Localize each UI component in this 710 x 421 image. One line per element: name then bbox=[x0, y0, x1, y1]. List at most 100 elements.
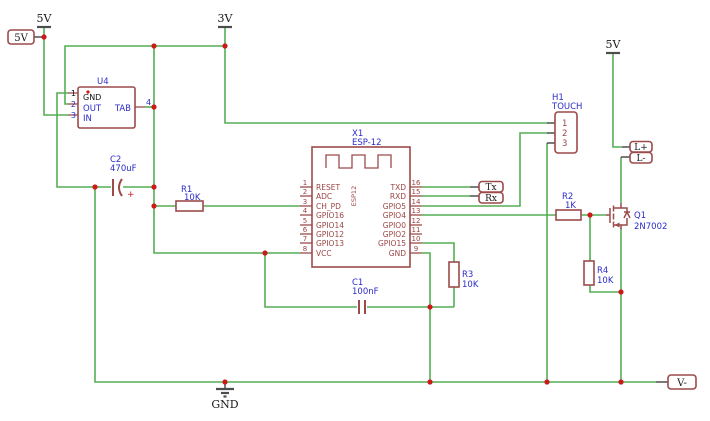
r2-value-label: 1K bbox=[565, 201, 576, 211]
u4-pin4-name: TAB bbox=[114, 104, 131, 114]
supply-5v-left-label: 5V bbox=[37, 12, 53, 25]
component-x1-esp12[interactable]: ESP12 X1 ESP-12 1 2 3 4 5 6 7 8 16 15 14… bbox=[300, 129, 422, 268]
connector-lplus[interactable]: L+ bbox=[629, 140, 653, 154]
wire-vcc-to-c1[interactable] bbox=[264, 253, 357, 308]
x1-pin-name: GPIO4 bbox=[383, 211, 406, 220]
junction-dot bbox=[427, 379, 433, 385]
u4-pin4-number: 4 bbox=[146, 98, 151, 107]
5v-box[interactable] bbox=[7, 29, 35, 45]
r4-value-label: 10K bbox=[597, 276, 614, 286]
component-r1-resistor[interactable]: R1 10K bbox=[175, 185, 204, 212]
wire-5v-to-in[interactable] bbox=[43, 27, 68, 116]
connector-vminus[interactable]: V- bbox=[667, 374, 697, 390]
wire-r4-branch[interactable] bbox=[589, 215, 621, 293]
r2-ref-label: R2 bbox=[562, 192, 573, 202]
component-c2-capacitor[interactable]: + C2 470uF bbox=[110, 155, 137, 200]
r1-value-label: 10K bbox=[184, 193, 201, 203]
u4-pin1-name: GND bbox=[83, 93, 101, 102]
junction-dot bbox=[151, 43, 157, 49]
connector-tx[interactable]: Tx bbox=[478, 180, 504, 194]
r3-body[interactable] bbox=[448, 261, 460, 288]
x1-pin-num: 4 bbox=[303, 207, 308, 215]
connector-rx[interactable]: Rx bbox=[478, 191, 504, 205]
supply-3v-label: 3V bbox=[218, 12, 234, 25]
u4-pin3-number: 3 bbox=[71, 111, 76, 120]
x1-pin-num: 14 bbox=[412, 198, 421, 206]
x1-pin-name: GPIO14 bbox=[316, 221, 344, 230]
x1-pin-name: TXD bbox=[390, 183, 407, 192]
x1-pin-name: GPIO15 bbox=[378, 239, 406, 248]
component-q1-mosfet[interactable]: Q1 2N7002 bbox=[606, 203, 667, 232]
component-r2-resistor[interactable]: R2 1K bbox=[555, 192, 582, 221]
component-r4-resistor[interactable]: R4 10K bbox=[583, 260, 614, 286]
wires bbox=[43, 27, 656, 383]
vminus-box[interactable] bbox=[667, 374, 697, 390]
lminus-box[interactable] bbox=[629, 151, 653, 164]
component-u4-regulator[interactable]: U4 1 2 3 4 GND OUT IN TAB bbox=[68, 77, 151, 129]
x1-pin-num: 1 bbox=[303, 179, 307, 187]
junction-dot bbox=[618, 289, 624, 295]
lplus-label: L+ bbox=[634, 143, 648, 153]
r4-body[interactable] bbox=[583, 260, 595, 286]
x1-pin-num: 3 bbox=[303, 198, 307, 206]
q1-source-arrow bbox=[614, 222, 620, 228]
c2-ref-label: C2 bbox=[110, 155, 121, 165]
wire-gnd-rail[interactable] bbox=[94, 187, 656, 383]
junction-dot bbox=[151, 203, 157, 209]
x1-pin-num: 10 bbox=[412, 235, 421, 243]
u4-pin2-name: OUT bbox=[83, 104, 102, 114]
junction-dot bbox=[618, 379, 624, 385]
wire-esp-gnd-down[interactable] bbox=[422, 252, 431, 382]
x1-pin-num: 13 bbox=[412, 207, 421, 215]
x1-pin-name: CH_PD bbox=[316, 202, 341, 211]
u4-pin1-number: 1 bbox=[71, 89, 76, 98]
x1-pin-num: 8 bbox=[303, 245, 307, 253]
component-r3-resistor[interactable]: R3 10K bbox=[448, 261, 479, 290]
x1-pin-num: 12 bbox=[412, 217, 421, 225]
u4-pin3-name: IN bbox=[83, 114, 92, 124]
connector-lminus[interactable]: L- bbox=[629, 151, 653, 165]
u4-origin-dot bbox=[86, 90, 90, 94]
h1-body[interactable] bbox=[554, 111, 578, 154]
r4-ref-label: R4 bbox=[597, 266, 608, 276]
wire-gpio5-to-h1-pin2[interactable] bbox=[422, 132, 547, 207]
r3-ref-label: R3 bbox=[462, 270, 473, 280]
c2-value-label: 470uF bbox=[110, 164, 137, 174]
wire-5v-to-lplus[interactable] bbox=[612, 53, 622, 148]
junction-dot bbox=[41, 34, 47, 40]
r1-ref-label: R1 bbox=[181, 185, 192, 195]
rx-box[interactable] bbox=[478, 191, 504, 204]
u4-pin2-number: 2 bbox=[71, 100, 76, 109]
wire-out-to-3v-rail[interactable] bbox=[64, 45, 225, 105]
junction-dot bbox=[587, 212, 593, 218]
q1-body-diode bbox=[621, 207, 631, 226]
x1-pin-name: GPIO16 bbox=[316, 211, 344, 220]
r3-value-label: 10K bbox=[462, 280, 479, 290]
wire-3v-to-h1-pin1[interactable] bbox=[224, 27, 547, 124]
x1-pin-name: RESET bbox=[316, 183, 340, 192]
wire-3v3-vertical-vcc[interactable] bbox=[153, 46, 300, 254]
x1-body[interactable] bbox=[311, 146, 411, 268]
x1-pin-name: GND bbox=[389, 249, 406, 258]
component-c1-capacitor[interactable]: C1 100nF bbox=[352, 278, 379, 314]
x1-pin-name: ADC bbox=[316, 192, 332, 201]
junction-dot bbox=[222, 43, 228, 49]
x1-pin-name: GPIO13 bbox=[316, 239, 344, 248]
connector-5v-box[interactable]: 5V bbox=[7, 29, 35, 45]
c2-plate-curved bbox=[118, 178, 123, 197]
x1-pin-num: 9 bbox=[414, 245, 418, 253]
x1-pin-num: 16 bbox=[412, 179, 421, 187]
junction-dot bbox=[262, 250, 268, 256]
x1-module-text: ESP12 bbox=[350, 186, 358, 206]
r2-body[interactable] bbox=[555, 209, 582, 221]
x1-pin-name: GPIO12 bbox=[316, 230, 344, 239]
r1-body[interactable] bbox=[175, 200, 204, 212]
wire-u4gnd-to-c2[interactable] bbox=[56, 92, 111, 188]
junction-dot bbox=[544, 379, 550, 385]
x1-pin-num: 11 bbox=[412, 226, 421, 234]
x1-pin-num: 7 bbox=[303, 235, 307, 243]
q1-ref-label: Q1 bbox=[634, 211, 646, 221]
component-h1-touch[interactable]: H1 TOUCH 1 2 3 bbox=[551, 93, 582, 154]
x1-pin-num: 2 bbox=[303, 188, 307, 196]
u4-body[interactable] bbox=[77, 86, 136, 129]
